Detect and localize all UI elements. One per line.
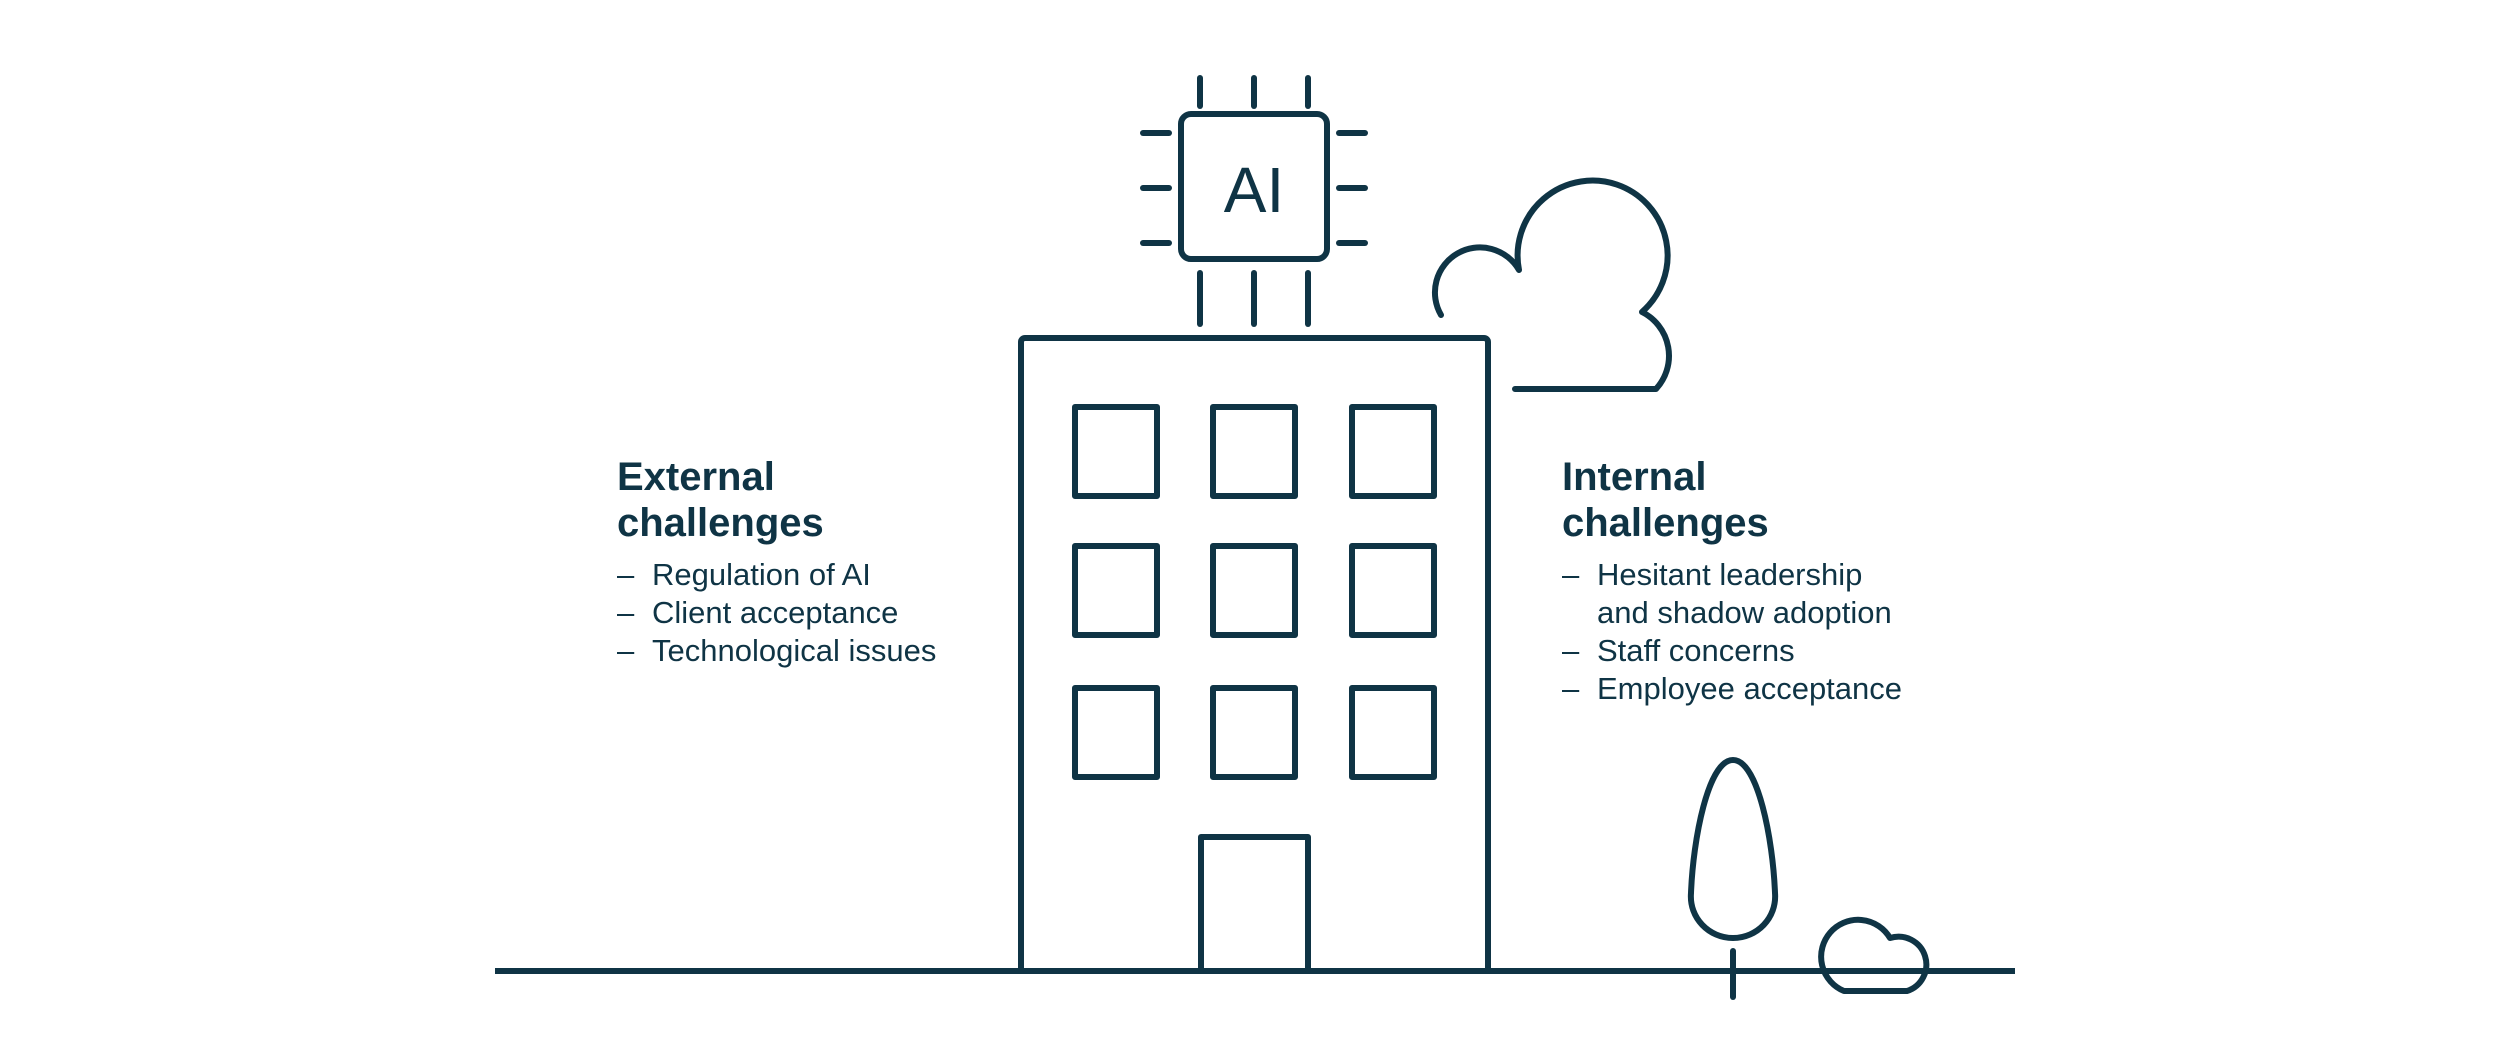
internal-challenges-block: Internal challenges – Hesitant leadershi… xyxy=(1562,454,2002,708)
external-challenges-title: External challenges xyxy=(617,454,1017,546)
list-item: – Client acceptance xyxy=(617,594,1017,632)
dash-bullet: – xyxy=(1562,557,1580,592)
list-item: – Employee acceptance xyxy=(1562,670,2002,708)
list-item: – Hesitant leadership and shadow adoptio… xyxy=(1562,556,2002,632)
bush-icon xyxy=(1818,916,1930,994)
item-text-continued: and shadow adoption xyxy=(1597,595,1892,630)
window xyxy=(1210,404,1298,499)
title-line: challenges xyxy=(617,501,824,545)
dash-bullet: – xyxy=(617,595,635,630)
dash-bullet: – xyxy=(1562,671,1580,706)
door xyxy=(1198,834,1311,974)
tree-icon xyxy=(1687,757,1779,1000)
building-icon xyxy=(1018,335,1491,974)
item-text: Technological issues xyxy=(652,633,937,668)
internal-challenges-list: – Hesitant leadership and shadow adoptio… xyxy=(1562,556,2002,708)
cloud-icon xyxy=(1432,177,1672,392)
item-text: Regulation of AI xyxy=(652,557,871,592)
external-challenges-list: – Regulation of AI – Client acceptance –… xyxy=(617,556,1017,670)
dash-bullet: – xyxy=(617,557,635,592)
window xyxy=(1349,543,1437,638)
title-line: challenges xyxy=(1562,501,1769,545)
list-item: – Technological issues xyxy=(617,632,1017,670)
title-line: Internal xyxy=(1562,455,1707,499)
title-line: External xyxy=(617,455,775,499)
chip-icon xyxy=(1140,75,1368,327)
dash-bullet: – xyxy=(1562,633,1580,668)
window xyxy=(1072,685,1160,780)
external-challenges-block: External challenges – Regulation of AI –… xyxy=(617,454,1017,670)
item-text: Staff concerns xyxy=(1597,633,1795,668)
item-text: Client acceptance xyxy=(652,595,899,630)
internal-challenges-title: Internal challenges xyxy=(1562,454,2002,546)
window xyxy=(1072,543,1160,638)
item-text: Employee acceptance xyxy=(1597,671,1903,706)
item-text: Hesitant leadership xyxy=(1597,557,1863,592)
list-item: – Regulation of AI xyxy=(617,556,1017,594)
chip-label: AI xyxy=(1224,154,1284,226)
list-item: – Staff concerns xyxy=(1562,632,2002,670)
dash-bullet: – xyxy=(617,633,635,668)
window xyxy=(1072,404,1160,499)
window xyxy=(1210,685,1298,780)
window xyxy=(1349,404,1437,499)
window xyxy=(1349,685,1437,780)
window xyxy=(1210,543,1298,638)
